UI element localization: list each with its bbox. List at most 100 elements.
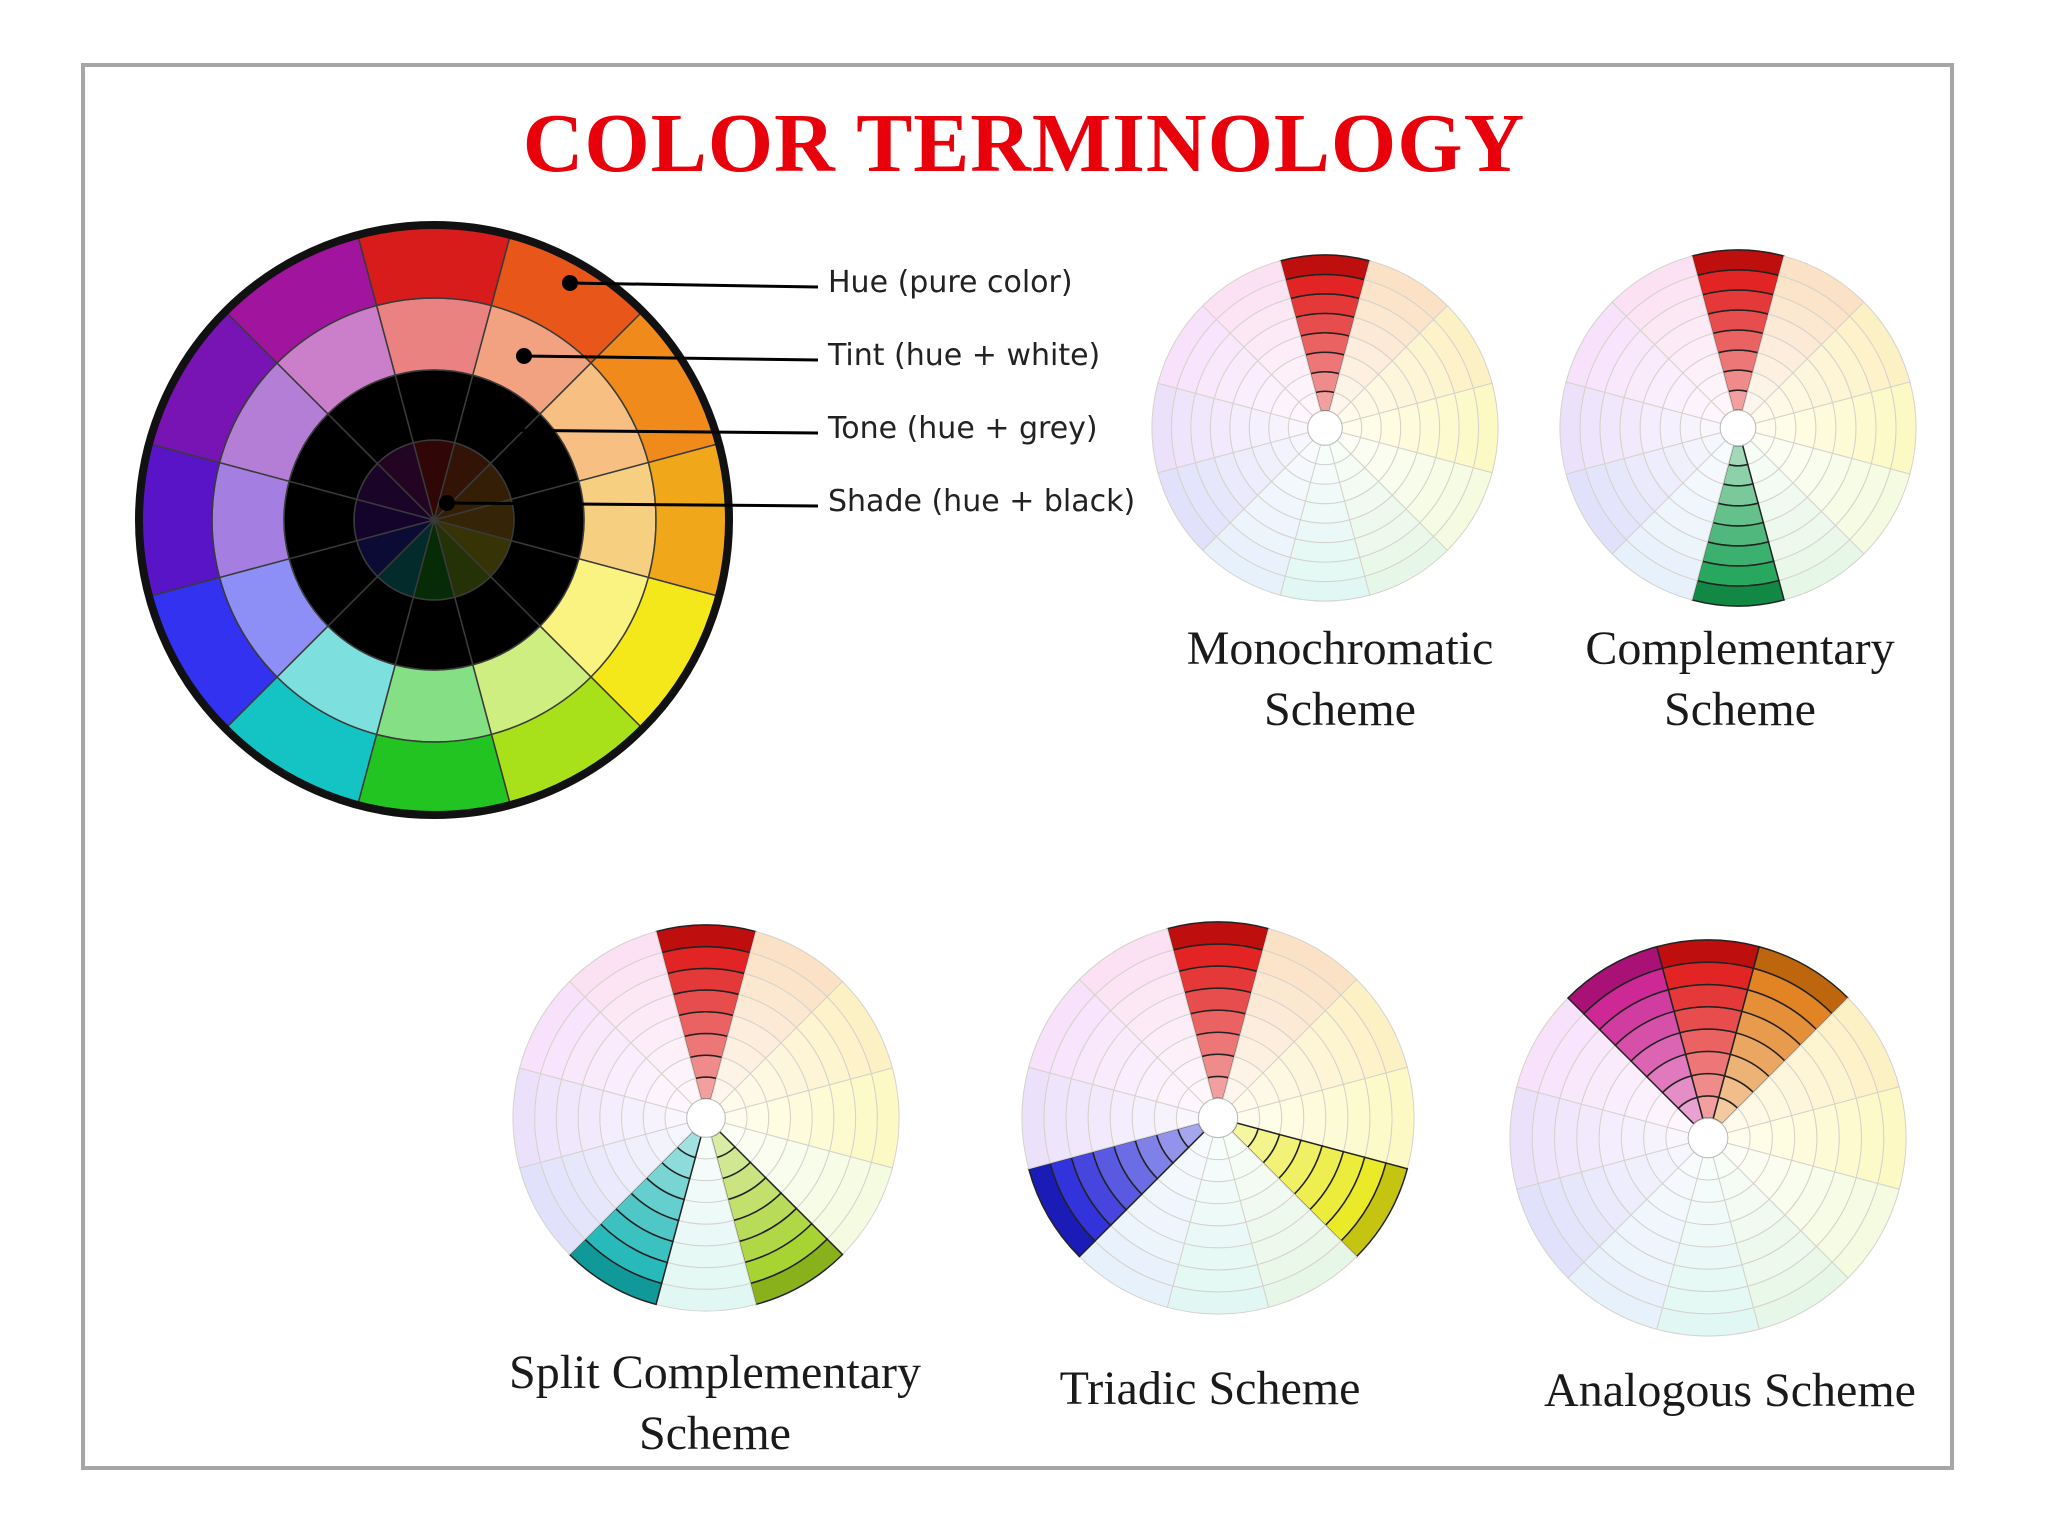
page-title: COLOR TERMINOLOGY <box>522 97 1526 190</box>
wheel-segment-hue <box>356 733 512 816</box>
faded-segment <box>1619 396 1645 460</box>
faded-segment <box>683 1177 729 1203</box>
highlight-segment <box>1701 540 1775 567</box>
complementary-wheel <box>1559 249 1917 607</box>
callout-leaders <box>439 275 819 511</box>
highlight-segment <box>1177 965 1259 994</box>
leader-line <box>523 354 819 362</box>
highlight-segment <box>1194 1031 1242 1058</box>
faded-segment <box>1673 1242 1743 1270</box>
faded-segment <box>1416 397 1441 459</box>
faded-segment <box>1300 1089 1327 1147</box>
faded-segment <box>1087 1083 1115 1153</box>
highlight-segment <box>1711 502 1765 527</box>
analogous-label-line1: Analogous Scheme <box>1544 1364 1916 1417</box>
highlight-segment <box>1716 482 1760 507</box>
faded-segment <box>577 1084 605 1152</box>
faded-segment <box>1620 1114 1647 1162</box>
wheel-segment-tint <box>375 663 493 743</box>
faded-segment <box>1812 1103 1840 1173</box>
highlight-segment <box>1706 309 1770 335</box>
highlight-segment <box>1294 312 1356 338</box>
wheel-hub <box>1197 1097 1239 1139</box>
faded-segment <box>1397 402 1421 454</box>
highlight-segment <box>677 1011 735 1038</box>
callout-hue: Hue (pure color) <box>828 265 1073 300</box>
split-label-line1: Split Complementary <box>509 1346 921 1399</box>
complementary-label-line2: Scheme <box>1664 683 1816 736</box>
faded-segment <box>1201 260 1286 321</box>
faded-segment <box>1576 1103 1604 1173</box>
wheel-segment-hue <box>138 442 221 598</box>
wheel-segment-hue <box>647 442 730 598</box>
faded-segment <box>672 1219 740 1247</box>
faded-segment <box>807 1084 835 1152</box>
faded-segment <box>1639 402 1664 454</box>
wheel-segment-tint <box>577 461 657 579</box>
faded-segment <box>1611 255 1698 318</box>
faded-segment <box>1378 407 1402 449</box>
faded-segment <box>1599 391 1625 465</box>
faded-segment <box>1435 392 1460 464</box>
faded-segment <box>786 1089 813 1147</box>
faded-segment <box>1851 391 1877 465</box>
faded-segment <box>1793 407 1817 449</box>
split-complementary-wheel <box>512 924 900 1312</box>
faded-segment <box>1659 407 1683 449</box>
highlight-segment <box>1667 983 1749 1013</box>
faded-segment <box>1831 396 1857 460</box>
complementary-label: Complementary Scheme <box>1550 618 1930 740</box>
wheel-hub <box>1719 409 1757 447</box>
faded-segment <box>1304 481 1346 505</box>
leader-line <box>569 281 819 289</box>
wheel-outline <box>135 221 733 819</box>
faded-segment <box>1248 407 1272 449</box>
highlight-segment <box>1189 1009 1247 1037</box>
faded-segment <box>599 1089 626 1147</box>
callout-tone: Tone (hue + grey) <box>828 411 1098 446</box>
highlight-segment <box>683 1032 729 1059</box>
highlight-segment <box>1716 349 1760 374</box>
faded-segment <box>1190 392 1215 464</box>
faded-segment <box>1321 1083 1349 1153</box>
wheel-hub <box>1307 410 1343 446</box>
faded-segment <box>1791 1109 1818 1167</box>
faded-segment <box>621 1095 647 1141</box>
split-label-line2: Scheme <box>639 1407 791 1460</box>
leader-line <box>446 501 819 508</box>
highlight-segment <box>1299 332 1351 356</box>
triadic-label: Triadic Scheme <box>1010 1358 1410 1419</box>
monochromatic-label-line2: Scheme <box>1264 683 1416 736</box>
faded-segment <box>1209 397 1234 459</box>
analogous-wheel <box>1509 939 1907 1337</box>
wheel-hub <box>686 1098 726 1138</box>
highlight-segment <box>1701 289 1775 316</box>
callout-tint: Tint (hue + white) <box>828 338 1101 373</box>
faded-segment <box>1183 1221 1253 1249</box>
highlight-segment <box>1684 1050 1732 1077</box>
wheel-hub <box>1687 1117 1729 1159</box>
highlight-segment <box>671 989 741 1017</box>
faded-segment <box>1078 928 1174 996</box>
highlight-segment <box>1673 1006 1743 1034</box>
highlight-segment <box>1183 987 1253 1015</box>
faded-segment <box>1109 1089 1136 1147</box>
faded-segment <box>1294 519 1356 544</box>
faded-segment <box>1684 1199 1732 1226</box>
faded-segment <box>1598 1109 1625 1167</box>
color-wheel-main <box>135 221 733 819</box>
leader-line <box>484 428 819 435</box>
triadic-label-line1: Triadic Scheme <box>1059 1362 1361 1415</box>
faded-segment <box>1769 1114 1796 1162</box>
faded-segment <box>1299 500 1351 524</box>
highlight-segment <box>1289 293 1361 319</box>
highlight-segment <box>1706 521 1770 547</box>
faded-segment <box>568 930 663 998</box>
highlight-segment <box>1711 329 1765 354</box>
faded-segment <box>1229 402 1253 454</box>
highlight-segment <box>1678 1028 1738 1056</box>
wheel-segment-tint <box>211 461 291 579</box>
analogous-label: Analogous Scheme <box>1500 1360 1960 1421</box>
split-complementary-label: Split Complementary Scheme <box>470 1342 960 1464</box>
